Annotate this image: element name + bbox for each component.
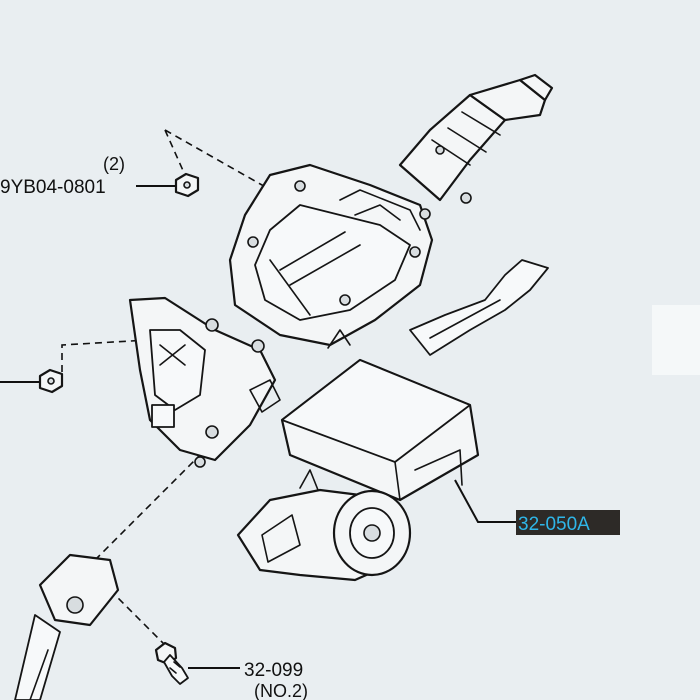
- module-part-number-label: 32-050A: [518, 514, 590, 535]
- dashed-leaders: [61, 129, 301, 646]
- control-module: [280, 358, 480, 502]
- nut-left-icon: [38, 368, 64, 394]
- bolt-icon: [154, 641, 189, 685]
- nut-part-number-label: 9YB04-0801: [0, 177, 106, 198]
- intermediate-shaft: [14, 553, 120, 700]
- column-housing: [228, 163, 434, 347]
- mounting-bracket: [128, 296, 281, 468]
- nut-top-icon: [174, 172, 200, 198]
- assist-motor: [236, 469, 412, 582]
- nut-quantity-label: (2): [103, 154, 125, 174]
- upper-shaft: [398, 73, 554, 204]
- callout-leaders: [0, 185, 518, 669]
- glare: [652, 305, 700, 375]
- bolt-part-number-label: 32-099: [244, 660, 303, 681]
- wire-harness: [327, 259, 549, 356]
- module-part-number-highlight: [516, 510, 620, 535]
- bolt-note-label: (NO.2): [254, 681, 308, 700]
